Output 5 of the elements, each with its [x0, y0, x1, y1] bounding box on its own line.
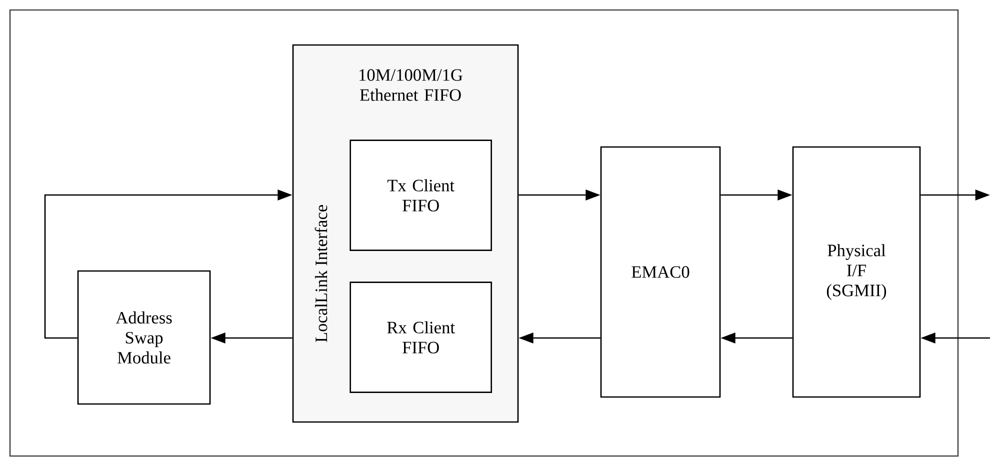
fifo-box: Tx Client FIFO [350, 140, 492, 251]
interface-box: Physical I/F (SGMII) [792, 146, 921, 398]
fifo-box: Rx Client FIFO [350, 282, 492, 393]
mac-box: EMAC0 [600, 146, 721, 398]
module-box: Address Swap Module [77, 270, 211, 405]
